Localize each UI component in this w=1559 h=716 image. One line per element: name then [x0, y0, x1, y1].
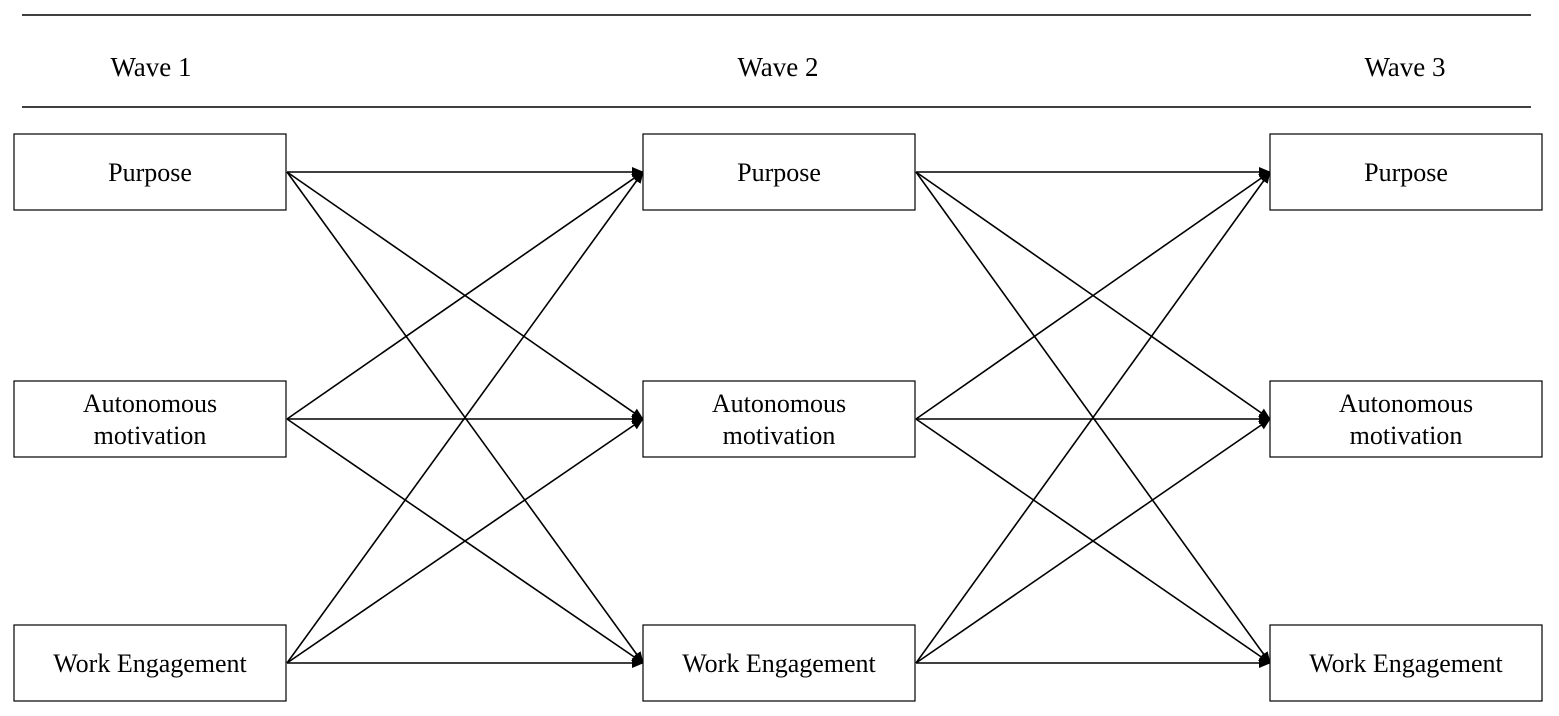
node-box [13, 624, 287, 702]
node-label: Purpose [1364, 158, 1448, 187]
wave-label-3: Wave 3 [1364, 52, 1445, 82]
node-w3-purpose: Purpose [1269, 133, 1543, 211]
arrows-layer [286, 167, 1271, 668]
arrow-w2-autonomous-motivation-to-w3-purpose [915, 171, 1271, 420]
node-w3-work-engagement: Work Engagement [1269, 624, 1543, 702]
node-label: Work Engagement [1309, 649, 1503, 678]
node-label: Autonomous [83, 389, 217, 418]
node-label: Work Engagement [53, 649, 247, 678]
wave-labels: Wave 1 Wave 2 Wave 3 [110, 52, 1445, 82]
node-box [1269, 133, 1543, 211]
wave-label-1: Wave 1 [110, 52, 191, 82]
node-w1-purpose: Purpose [13, 133, 287, 211]
arrow-w1-work-engagement-to-w2-autonomous-motivation [286, 418, 644, 664]
node-label: Autonomous [1339, 389, 1473, 418]
node-label: Autonomous [712, 389, 846, 418]
arrow-w2-work-engagement-to-w3-autonomous-motivation [915, 418, 1271, 664]
node-box [1269, 624, 1543, 702]
node-label: Purpose [737, 158, 821, 187]
node-w2-purpose: Purpose [642, 133, 916, 211]
node-w2-autonomous-motivation: Autonomous motivation [642, 380, 916, 458]
node-label: Purpose [108, 158, 192, 187]
node-box [642, 380, 916, 458]
arrow-w1-work-engagement-to-w2-purpose [286, 171, 644, 664]
node-w1-autonomous-motivation: Autonomous motivation [13, 380, 287, 458]
arrow-w2-work-engagement-to-w3-purpose [915, 171, 1271, 664]
node-box [642, 133, 916, 211]
arrow-w1-autonomous-motivation-to-w2-purpose [286, 171, 644, 420]
node-box [1269, 380, 1543, 458]
node-label: motivation [94, 421, 207, 450]
node-box [642, 624, 916, 702]
node-w1-work-engagement: Work Engagement [13, 624, 287, 702]
wave-label-2: Wave 2 [737, 52, 818, 82]
node-label: motivation [723, 421, 836, 450]
node-box [13, 380, 287, 458]
node-label: motivation [1350, 421, 1463, 450]
node-box [13, 133, 287, 211]
node-w3-autonomous-motivation: Autonomous motivation [1269, 380, 1543, 458]
node-w2-work-engagement: Work Engagement [642, 624, 916, 702]
node-label: Work Engagement [682, 649, 876, 678]
